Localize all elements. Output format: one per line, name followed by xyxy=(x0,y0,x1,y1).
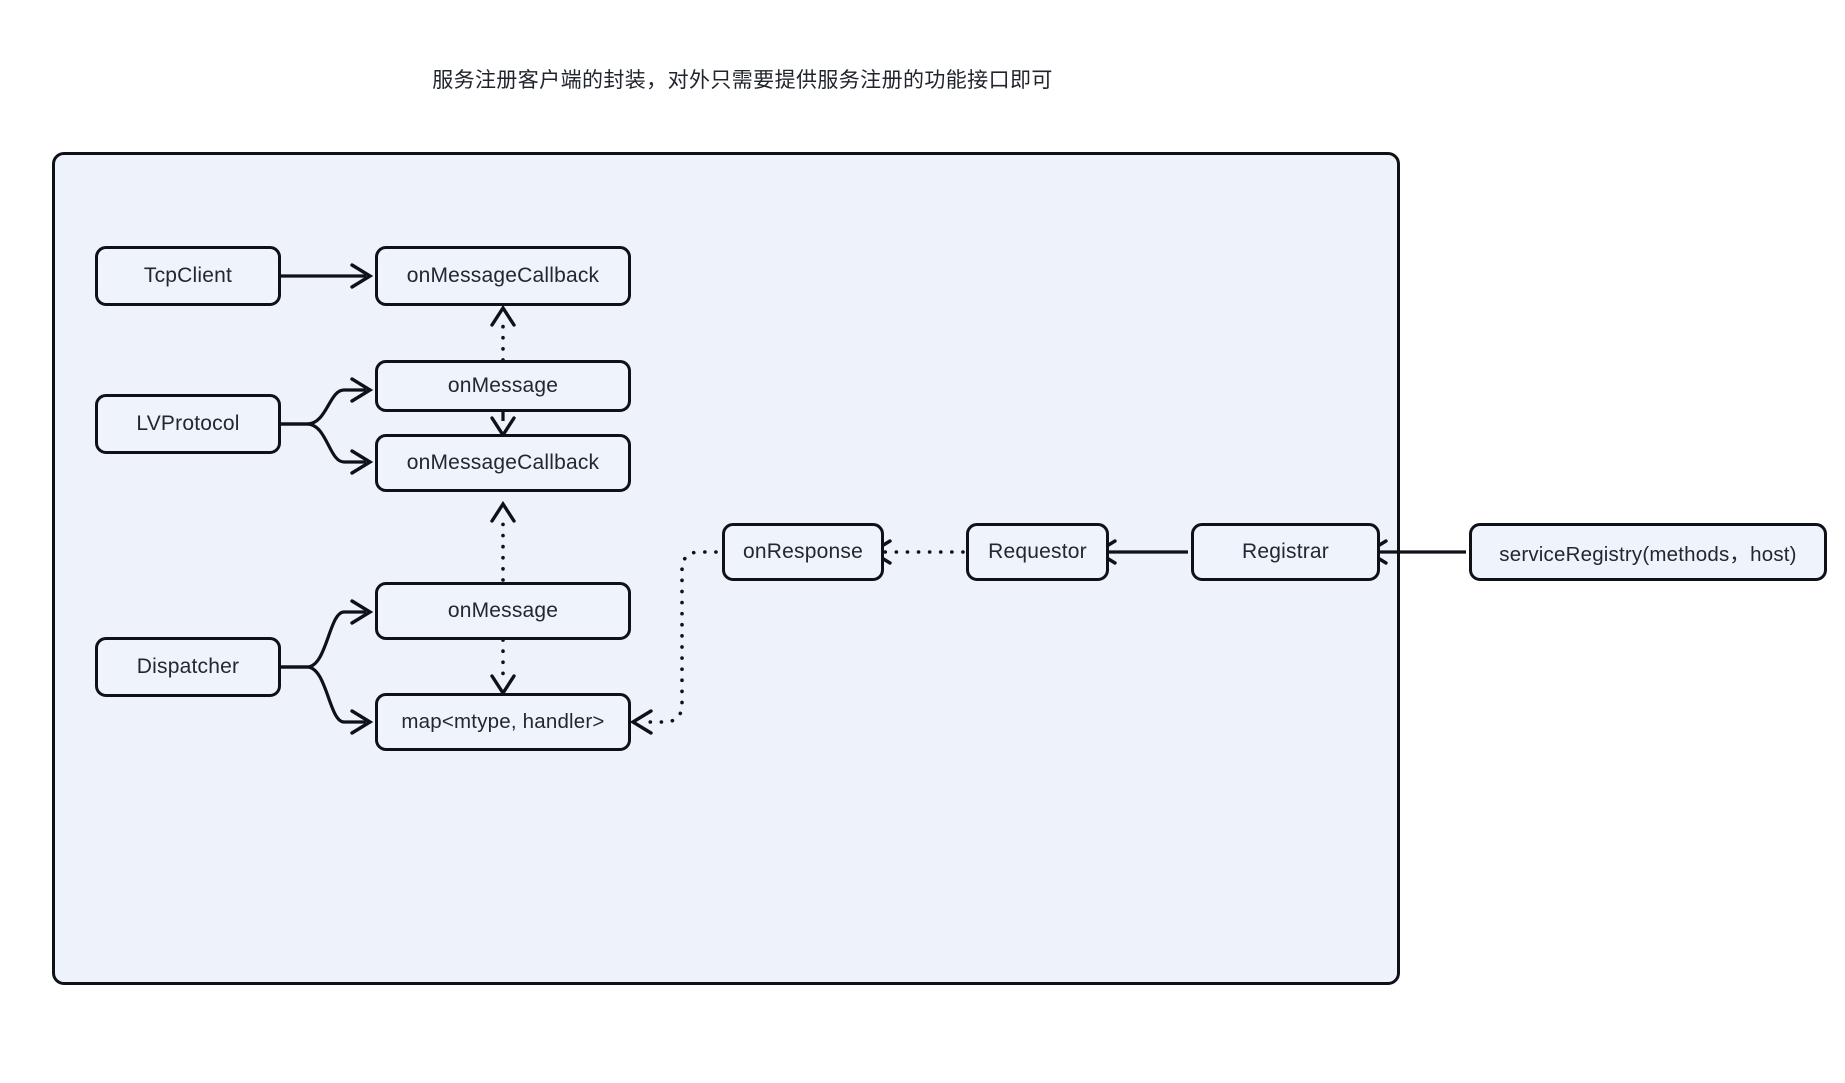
node-on-message-callback-top[interactable]: onMessageCallback xyxy=(375,246,631,306)
node-on-message-callback-lower[interactable]: onMessageCallback xyxy=(375,434,631,492)
node-dispatcher[interactable]: Dispatcher xyxy=(95,637,281,697)
node-handler-map[interactable]: map<mtype, handler> xyxy=(375,693,631,751)
node-on-message-lower[interactable]: onMessage xyxy=(375,582,631,640)
node-tcp-client[interactable]: TcpClient xyxy=(95,246,281,306)
node-on-message-upper[interactable]: onMessage xyxy=(375,360,631,412)
page-title: 服务注册客户端的封装，对外只需要提供服务注册的功能接口即可 xyxy=(432,69,1053,92)
node-requestor[interactable]: Requestor xyxy=(966,523,1109,581)
node-registrar[interactable]: Registrar xyxy=(1191,523,1380,581)
node-service-registry[interactable]: serviceRegistry(methods，host) xyxy=(1469,523,1827,581)
node-lv-protocol[interactable]: LVProtocol xyxy=(95,394,281,454)
node-on-response[interactable]: onResponse xyxy=(722,523,884,581)
